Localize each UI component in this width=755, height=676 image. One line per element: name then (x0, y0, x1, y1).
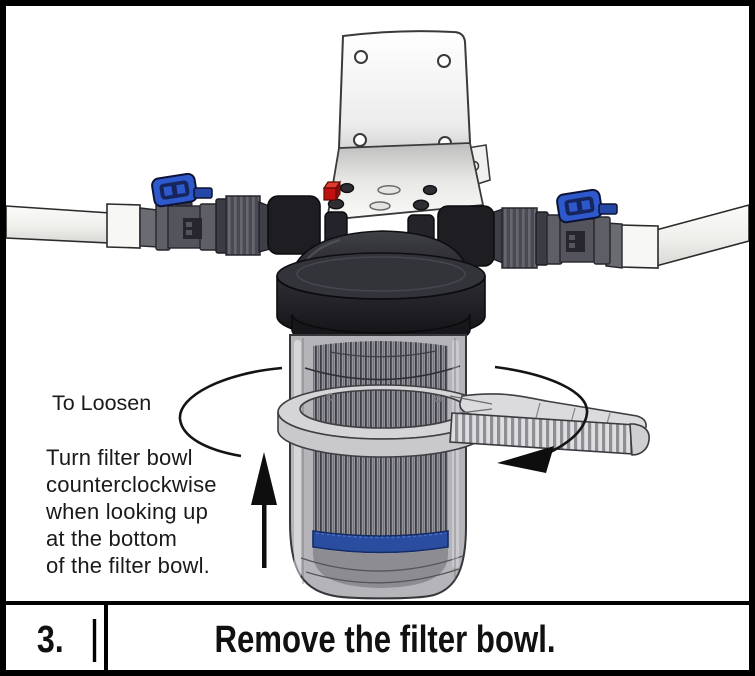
pipe-coupler-left (106, 203, 141, 249)
bracket-screw (422, 184, 438, 196)
bowl-bottom-interior (313, 548, 448, 588)
bracket-hole (353, 133, 367, 147)
outlet-pipe-right (605, 203, 750, 269)
bracket-hole (437, 54, 451, 68)
mounting-bracket (322, 30, 491, 222)
shutoff-valve-right (487, 188, 618, 269)
rotation-arrowhead (497, 446, 554, 473)
caption-text: Remove the filter bowl. (214, 619, 556, 661)
valve-label-right (566, 231, 585, 252)
wrench-tip (629, 423, 650, 456)
up-arrowhead (251, 452, 277, 505)
shutoff-valve-left (151, 172, 275, 256)
pressure-relief-button (322, 180, 342, 202)
inlet-pipe-left (5, 203, 159, 249)
bracket-hole (354, 50, 368, 64)
union-nut-right (487, 207, 549, 269)
rotation-arrow (178, 365, 589, 473)
filter-head (267, 195, 495, 350)
valve-handle-tab-right (598, 203, 618, 215)
valve-handle-left (151, 172, 198, 208)
valve-handle-tab-left (193, 187, 213, 199)
valve-label-left (183, 218, 202, 239)
up-arrow (251, 452, 277, 568)
filter-wrench (277, 384, 650, 458)
bracket-screw (412, 199, 430, 211)
pipe-coupler-right (619, 224, 659, 269)
filter-bowl (289, 334, 467, 600)
bracket-slot (369, 201, 391, 211)
wrench-arm (459, 393, 647, 431)
bracket-slot (377, 185, 401, 195)
loosen-title: To Loosen (52, 391, 152, 415)
valve-handle-right (556, 188, 603, 224)
head-inlet-port (267, 195, 321, 255)
bracket-screw (339, 182, 355, 194)
caption-bar: 3. Remove the filter bowl. (0, 601, 755, 676)
loosen-instruction: Turn filter bowl counterclockwise when l… (46, 445, 217, 578)
step-number: 3. (8, 619, 97, 662)
union-nut-left (215, 195, 275, 256)
caption-cell: Remove the filter bowl. (108, 605, 755, 676)
step-number-cell: 3. (0, 605, 108, 676)
